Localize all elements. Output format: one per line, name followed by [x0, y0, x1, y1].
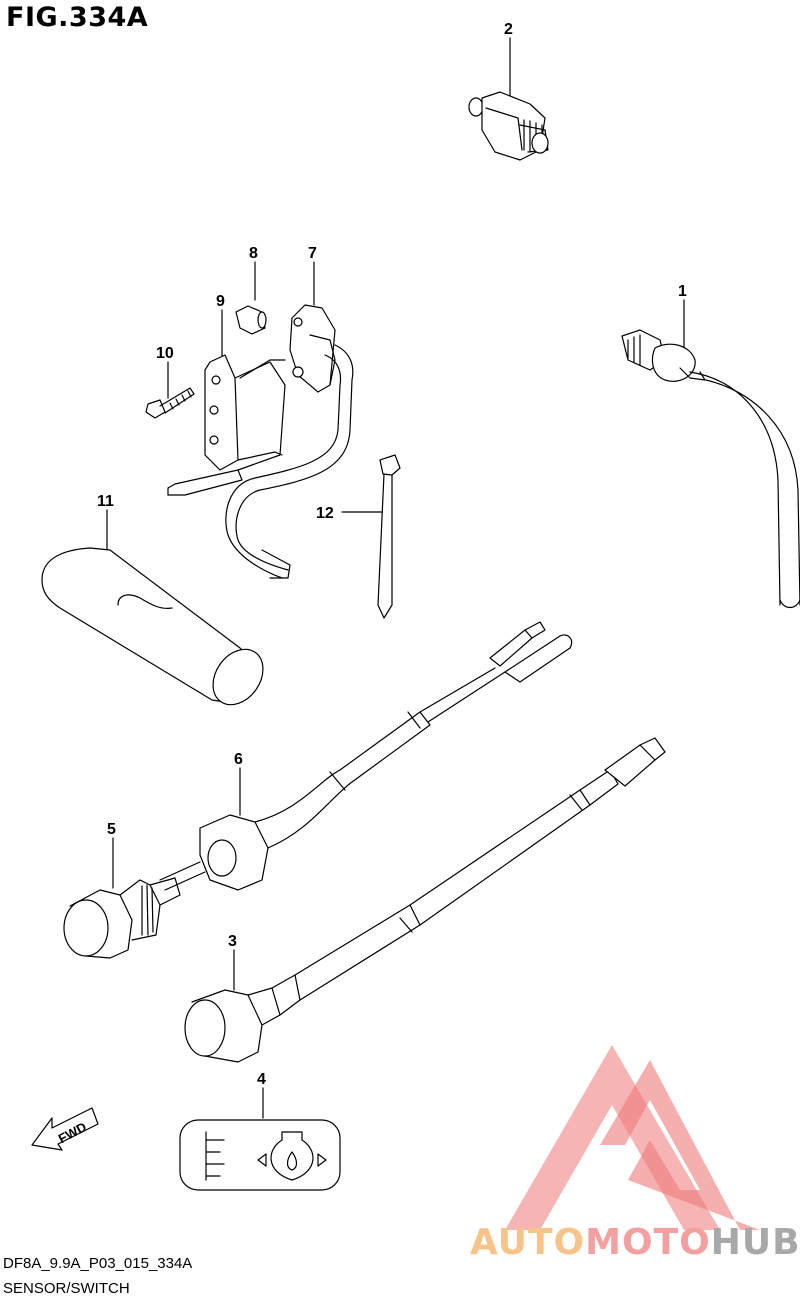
- watermark-auto: AUTO: [470, 1222, 586, 1263]
- callout-5: 5: [107, 821, 116, 838]
- part-3-sensor-harness: [184, 737, 666, 1063]
- part-6-grommet-harness: [159, 621, 573, 891]
- part-7-switch: [225, 261, 354, 579]
- part-1-temp-sensor: [621, 299, 800, 609]
- part-11-sleeve: [41, 509, 264, 706]
- part-8-collar: [235, 261, 267, 335]
- watermark-text: AUTOMOTOHUB: [470, 1222, 800, 1263]
- callout-6: 6: [234, 751, 243, 768]
- watermark-moto: MOTO: [585, 1222, 711, 1263]
- part-2-pressure-sender: [468, 37, 549, 161]
- watermark-hub: HUB: [710, 1222, 800, 1263]
- callout-8: 8: [249, 245, 258, 262]
- callout-7: 7: [308, 245, 317, 262]
- callout-9: 9: [216, 293, 225, 310]
- part-4-decal: [179, 1087, 341, 1191]
- drawing-code: DF8A_9.9A_P03_015_334A: [3, 1255, 193, 1272]
- figure-title: FIG.334A: [6, 2, 149, 33]
- callout-3: 3: [228, 933, 237, 950]
- watermark-logo: [505, 1045, 760, 1230]
- callout-2: 2: [504, 21, 513, 38]
- callout-4: 4: [257, 1071, 266, 1088]
- part-12-cable-tie: [341, 454, 401, 619]
- part-10-bolt: [145, 361, 195, 419]
- fwd-arrow-icon: [31, 1107, 99, 1151]
- drawing-name: SENSOR/SWITCH: [3, 1280, 130, 1297]
- callout-10: 10: [156, 345, 174, 362]
- callout-11: 11: [97, 493, 114, 510]
- part-9-bracket: [167, 309, 286, 496]
- callout-1: 1: [678, 283, 687, 300]
- callout-12: 12: [316, 505, 334, 522]
- part-5-knob: [63, 837, 181, 959]
